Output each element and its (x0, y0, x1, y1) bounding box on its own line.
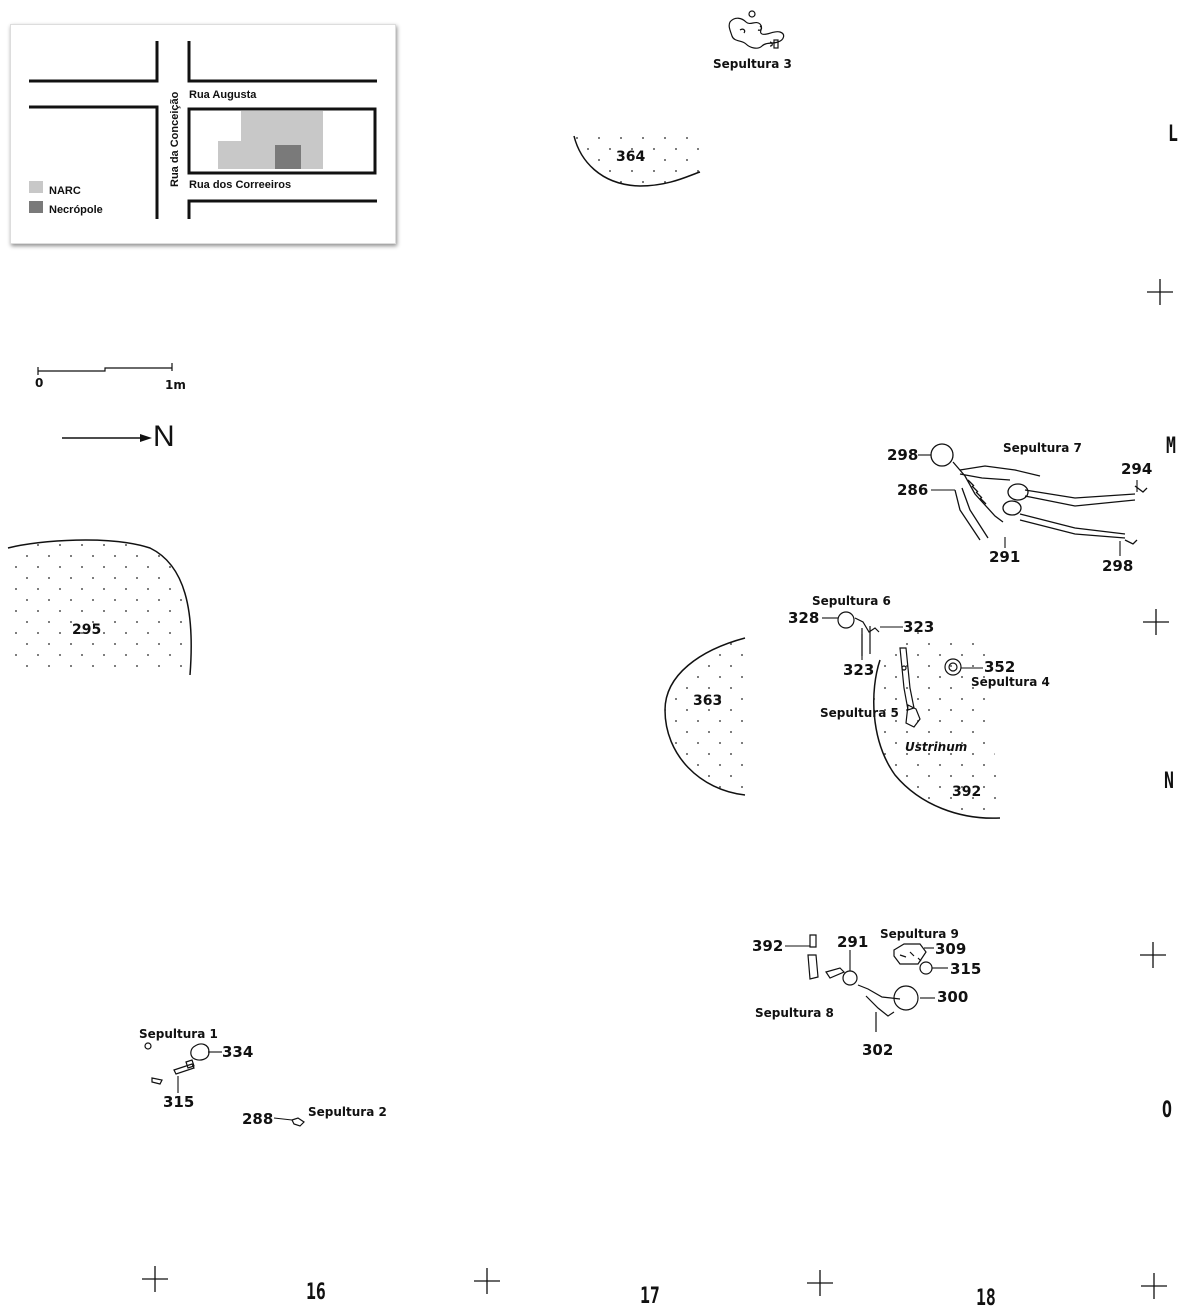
grid-cross (807, 1270, 833, 1296)
area-363 (664, 637, 746, 796)
context-label: 352 (984, 658, 1016, 676)
grid-row-label-l: L (1168, 122, 1178, 147)
area-392 (873, 630, 1001, 819)
north-arrow-shape (62, 434, 152, 442)
sepultura-6-label: Sepultura 6 (812, 594, 891, 608)
context-label: 291 (837, 933, 869, 951)
sepultura-5-remains (899, 647, 921, 728)
context-label: 286 (897, 481, 929, 499)
grid-row-label-m: M (1166, 434, 1176, 459)
sepultura-3-remains (728, 10, 785, 49)
context-label: 298 (887, 446, 919, 464)
context-label: 302 (862, 1041, 894, 1059)
grid-cross (1140, 942, 1166, 968)
sepultura-7-label: Sepultura 7 (1003, 441, 1082, 455)
street-label-top: Rua Augusta (189, 89, 257, 101)
scale-label-start: 0 (35, 376, 44, 390)
legend-swatch-necropole (29, 201, 43, 213)
north-label: N (153, 420, 175, 453)
context-label: 288 (242, 1110, 274, 1128)
context-label: 309 (935, 940, 967, 958)
area-label-392: 392 (952, 784, 982, 800)
grid-col-label-17: 17 (640, 1284, 660, 1309)
sepultura-4-remains (944, 658, 962, 676)
inset-streets (29, 41, 377, 219)
context-label: 298 (1102, 557, 1134, 575)
legend-label-narc: NARC (49, 185, 81, 197)
sepultura-1-remains (144, 1042, 210, 1085)
location-inset-map: Rua Augusta Rua da Conceição Rua dos Cor… (10, 24, 396, 244)
narc-area (218, 111, 323, 169)
street-label-bottom: Rua dos Correeiros (189, 179, 292, 191)
context-label: 291 (989, 548, 1021, 566)
area-label-295: 295 (72, 622, 102, 638)
grid-col-label-16: 16 (306, 1280, 326, 1305)
ustrinum-label: Ustrinum (905, 740, 968, 754)
grid-cross (1147, 279, 1173, 305)
grid-cross (474, 1268, 500, 1294)
context-label: 323 (903, 618, 935, 636)
scale-bar (37, 363, 173, 375)
context-label: 315 (163, 1093, 195, 1111)
grid-row-label-n: N (1164, 769, 1174, 794)
grid-crosses (142, 279, 1173, 1299)
legend-label-necropole: Necrópole (49, 204, 103, 216)
necropole-area (275, 145, 301, 169)
context-label: 334 (222, 1043, 254, 1061)
sepultura-2-remains (291, 1117, 305, 1127)
grid-cross (142, 1266, 168, 1292)
grid-cross (1143, 609, 1169, 635)
sepultura-6-remains (837, 611, 880, 656)
legend-swatch-narc (29, 181, 43, 193)
area-364 (573, 128, 701, 187)
context-label: 300 (937, 988, 969, 1006)
context-label: 392 (752, 937, 784, 955)
sepultura-4-label: Sepultura 4 (971, 675, 1050, 689)
context-label: 315 (950, 960, 982, 978)
grid-row-label-o: O (1162, 1098, 1172, 1123)
street-label-vertical: Rua da Conceição (169, 91, 181, 187)
sepultura-5-label: Sepultura 5 (820, 706, 899, 720)
sepultura-9-label: Sepultura 9 (880, 927, 959, 941)
sepultura-8-remains (807, 934, 919, 1032)
sepultura-8-label: Sepultura 8 (755, 1006, 834, 1020)
sepultura-2-label: Sepultura 2 (308, 1105, 387, 1119)
grid-col-label-18: 18 (976, 1286, 996, 1311)
context-label: 323 (843, 661, 875, 679)
grid-cross (1141, 1273, 1167, 1299)
context-label: 328 (788, 609, 820, 627)
area-label-364: 364 (616, 149, 646, 165)
scale-label-end: 1m (165, 378, 186, 392)
context-label: 294 (1121, 460, 1153, 478)
leader-lines (177, 454, 1138, 1121)
sepultura-1-label: Sepultura 1 (139, 1027, 218, 1041)
area-label-363: 363 (693, 693, 723, 709)
sepultura-7-skeleton (930, 443, 1148, 545)
sepultura-3-label: Sepultura 3 (713, 57, 792, 71)
area-295 (7, 539, 192, 676)
